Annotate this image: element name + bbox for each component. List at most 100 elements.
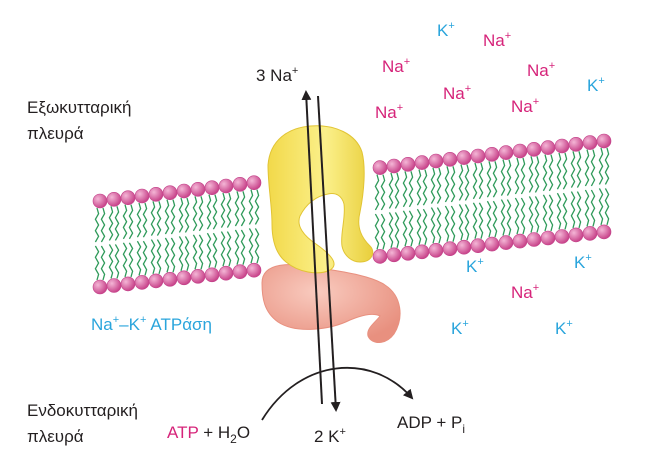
lipid-head — [218, 178, 234, 194]
lipid-tail — [408, 171, 414, 208]
sodium-ion: Na+ — [443, 83, 471, 103]
potassium-influx-label: 2 K+ — [314, 426, 346, 446]
lipid-head — [526, 232, 542, 247]
lipid-tail — [520, 197, 526, 235]
lipid-head — [456, 150, 472, 165]
lipid-tail — [542, 194, 548, 232]
lipid-head — [442, 152, 458, 167]
lipid-tail — [136, 240, 142, 276]
adp-pi-label: ADP + Pi — [397, 413, 465, 436]
potassium-ion: K+ — [587, 75, 605, 95]
extracellular-label: Εξωκυτταρική πλευρά — [27, 98, 136, 143]
lipid-tail — [598, 188, 604, 226]
lipid-head — [92, 279, 108, 295]
lipid-head — [372, 249, 388, 264]
sodium-efflux-arrow — [301, 90, 323, 405]
lipid-tail — [220, 192, 226, 228]
lipid-tail — [584, 149, 590, 187]
lipid-head — [428, 243, 444, 258]
lipid-head — [484, 147, 500, 162]
lipid-tail — [170, 199, 176, 235]
lipid-head — [568, 137, 584, 152]
atp-hydrolysis-arrow — [261, 367, 414, 421]
lipid-tails — [94, 147, 610, 281]
lipid-tail — [604, 188, 610, 226]
beta-subunit — [261, 264, 401, 343]
sodium-ion: Na+ — [511, 282, 539, 302]
lipid-tail — [450, 166, 456, 203]
lipid-tail — [192, 234, 198, 270]
lipid-tail — [486, 200, 492, 238]
lipid-head — [582, 226, 598, 241]
lipid-tail — [240, 191, 246, 227]
lipid-tail — [506, 199, 512, 236]
lipid-tail — [570, 151, 576, 188]
atp-water-label: ATP + H2O — [167, 423, 250, 446]
lipid-tail — [436, 167, 442, 204]
lipid-head — [568, 227, 584, 243]
lipid-head — [106, 192, 122, 207]
lipid-tail — [212, 194, 218, 230]
lipid-tail — [464, 204, 470, 241]
lipid-tail — [416, 208, 422, 245]
lipid-head — [498, 235, 514, 250]
lipid-tail — [226, 231, 232, 267]
lipid-tail — [464, 164, 470, 201]
lipid-head — [400, 157, 416, 172]
lipid-head — [372, 160, 388, 175]
lipid-tail — [114, 206, 120, 241]
lipid-tail — [514, 197, 520, 235]
lipid-tail — [212, 232, 218, 268]
lipid-head — [540, 230, 556, 246]
potassium-ion: K+ — [466, 256, 484, 276]
lipid-head — [190, 182, 206, 197]
lipid-head — [386, 247, 402, 263]
lipid-tail — [156, 239, 162, 275]
lipid-tail — [430, 207, 436, 244]
lipid-tail — [220, 231, 226, 267]
lipid-tail — [184, 236, 190, 271]
lipid-tail — [450, 205, 456, 242]
lipid-tail — [156, 201, 162, 236]
lipid-tail — [422, 169, 428, 206]
lipid-tail — [416, 169, 422, 206]
potassium-ion: K+ — [451, 318, 469, 338]
lipid-head — [540, 140, 556, 155]
alpha-subunit — [267, 125, 374, 274]
potassium-ion: K+ — [437, 20, 455, 40]
lipid-tail — [472, 162, 478, 200]
lipid-tail — [562, 192, 568, 230]
lipid-tail — [444, 205, 450, 242]
lipid-tail — [590, 149, 596, 187]
lipid-head — [120, 276, 136, 292]
sodium-ion: Na+ — [511, 96, 539, 116]
lipid-tail — [422, 208, 428, 245]
lipid-tail — [128, 242, 134, 278]
lipid-tail — [500, 199, 506, 236]
lipid-tail — [402, 171, 408, 208]
lipid-tail — [584, 189, 590, 227]
lipid-head — [232, 177, 248, 192]
lipid-tail — [254, 189, 260, 225]
lipid-tail — [108, 244, 114, 279]
lipid-tail — [192, 196, 198, 232]
potassium-ion: K+ — [574, 252, 592, 272]
lipid-head — [148, 273, 164, 289]
lipid-head — [162, 271, 178, 287]
lipid-head — [414, 244, 430, 260]
lipid-tail — [178, 236, 184, 271]
lipid-tail — [576, 151, 582, 188]
sodium-efflux-label: 3 Na+ — [256, 65, 298, 85]
lipid-tail — [100, 207, 106, 243]
lipid-tail — [556, 152, 562, 190]
enzyme-label: Na+–K+ATPάση — [91, 314, 212, 334]
lipid-tail — [458, 164, 464, 201]
lipid-head — [596, 224, 612, 240]
lipid-head — [554, 229, 570, 244]
lipid-head — [428, 153, 444, 169]
lipid-head — [596, 133, 612, 149]
lipid-tail — [534, 196, 540, 233]
lipid-tail — [548, 154, 554, 192]
lipid-heads — [92, 133, 612, 295]
sodium-ion: Na+ — [483, 30, 511, 50]
